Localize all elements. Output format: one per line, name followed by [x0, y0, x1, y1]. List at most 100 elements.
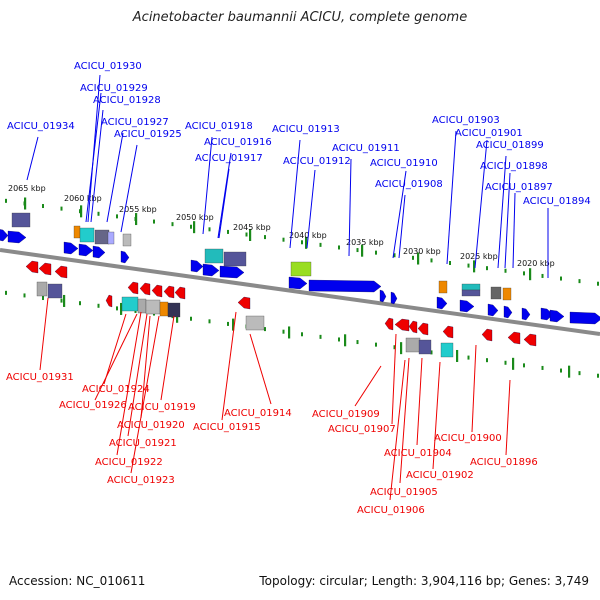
gene-feature-box: [438, 280, 448, 294]
upper-minor-tick: [578, 279, 581, 284]
lower-minor-tick: [116, 306, 118, 311]
reverse-gene-label: ACICU_01921: [109, 438, 177, 449]
forward-gene-label: ACICU_01912: [283, 156, 351, 167]
reverse-gene-leader-line: [471, 344, 477, 433]
lower-minor-tick: [486, 358, 488, 363]
reverse-gene-arrow: [237, 296, 251, 310]
forward-gene-label: ACICU_01930: [74, 61, 142, 72]
lower-minor-tick: [597, 373, 599, 378]
reverse-gene-label: ACICU_01900: [434, 433, 502, 444]
forward-gene-leader-line: [218, 168, 230, 239]
reverse-gene-label: ACICU_01922: [95, 457, 163, 468]
lower-major-tick: [456, 349, 459, 362]
reverse-gene-arrow: [408, 320, 418, 334]
forward-gene-leader-line: [217, 152, 232, 239]
lower-minor-tick: [338, 337, 340, 342]
forward-gene-leader-line: [504, 172, 511, 269]
upper-minor-tick: [560, 276, 562, 281]
reverse-gene-leader-line: [391, 333, 397, 425]
upper-major-tick: [80, 205, 83, 218]
upper-minor-tick: [356, 248, 359, 253]
upper-minor-tick: [227, 229, 229, 234]
gene-feature-box: [204, 248, 224, 264]
upper-minor-tick: [301, 240, 303, 245]
reverse-gene-leader-line: [160, 315, 175, 401]
forward-gene-label: ACICU_01928: [93, 95, 161, 106]
gene-feature-box: [159, 301, 169, 317]
reverse-gene-leader-line: [103, 313, 127, 385]
reverse-gene-leader-line: [505, 379, 511, 456]
lower-minor-tick: [190, 316, 192, 321]
reverse-gene-label: ACICU_01931: [6, 372, 74, 383]
forward-gene-leader-line: [392, 170, 407, 259]
gene-feature-box: [121, 296, 139, 312]
reverse-gene-arrow: [384, 317, 394, 331]
lower-major-tick: [232, 318, 235, 331]
forward-gene-leader-line: [106, 132, 124, 223]
upper-minor-tick: [171, 222, 174, 227]
forward-gene-leader-line: [26, 136, 39, 181]
gene-feature-box: [167, 302, 181, 318]
forward-gene-leader-line: [289, 139, 301, 249]
reverse-gene-leader-line: [432, 361, 441, 470]
forward-gene-label: ACICU_01929: [80, 83, 148, 94]
lower-minor-tick: [301, 332, 303, 337]
lower-major-tick: [512, 357, 515, 370]
forward-gene-labels: ACICU_01934ACICU_01930ACICU_01929ACICU_0…: [7, 61, 591, 278]
upper-minor-tick: [412, 255, 414, 260]
forward-gene-leader-line: [497, 155, 507, 269]
lower-minor-tick: [356, 340, 359, 345]
forward-gene-arrow: [0, 229, 9, 242]
upper-minor-tick: [467, 263, 470, 268]
lower-minor-tick: [430, 350, 433, 355]
forward-gene-label: ACICU_01908: [375, 179, 443, 190]
lower-minor-tick: [467, 355, 470, 360]
forward-gene-arrow: [436, 296, 448, 310]
lower-minor-tick: [264, 327, 266, 332]
reverse-gene-leader-line: [389, 359, 406, 501]
upper-minor-tick: [541, 273, 544, 278]
forward-gene-arrow: [521, 307, 531, 321]
forward-gene-label: ACICU_01918: [185, 121, 253, 132]
upper-major-tick: [135, 213, 138, 226]
gene-feature-box: [11, 212, 31, 228]
upper-minor-tick: [430, 258, 433, 263]
gene-feature-box: [145, 299, 161, 315]
gene-feature-box: [36, 281, 48, 297]
forward-gene-arrow: [202, 263, 220, 277]
forward-gene-arrow: [7, 230, 27, 244]
forward-gene-label: ACICU_01898: [480, 161, 548, 172]
upper-minor-tick: [208, 227, 211, 232]
upper-minor-tick: [523, 271, 525, 276]
upper-minor-tick: [338, 245, 340, 250]
gene-feature-box: [290, 261, 312, 277]
reverse-gene-arrow: [481, 328, 493, 342]
scale-label: 2035 kbp: [346, 238, 384, 247]
upper-major-tick: [529, 268, 532, 281]
reverse-gene-leader-line: [221, 311, 237, 421]
gene-feature-box: [461, 283, 481, 291]
forward-gene-arrow: [219, 265, 245, 279]
upper-major-tick: [417, 252, 420, 265]
upper-major-tick: [193, 221, 196, 234]
reverse-gene-arrow: [523, 333, 537, 347]
reverse-gene-label: ACICU_01896: [470, 457, 538, 468]
lower-minor-tick: [208, 319, 211, 324]
forward-gene-leader-line: [446, 130, 457, 265]
forward-gene-arrow: [379, 289, 387, 303]
reverse-gene-leader-line: [116, 311, 142, 456]
forward-gene-leader-line: [85, 92, 102, 223]
lower-major-tick: [568, 365, 571, 378]
lower-minor-tick: [42, 296, 44, 301]
lower-minor-tick: [5, 290, 7, 295]
reverse-gene-label: ACICU_01905: [370, 487, 438, 498]
reverse-gene-arrow: [394, 318, 410, 332]
reverse-gene-arrow: [507, 331, 521, 345]
forward-gene-leader-line: [474, 139, 488, 269]
upper-minor-tick: [264, 235, 266, 240]
forward-gene-leader-line: [306, 169, 316, 249]
upper-major-tick: [305, 236, 308, 249]
gene-feature-box: [107, 231, 115, 245]
